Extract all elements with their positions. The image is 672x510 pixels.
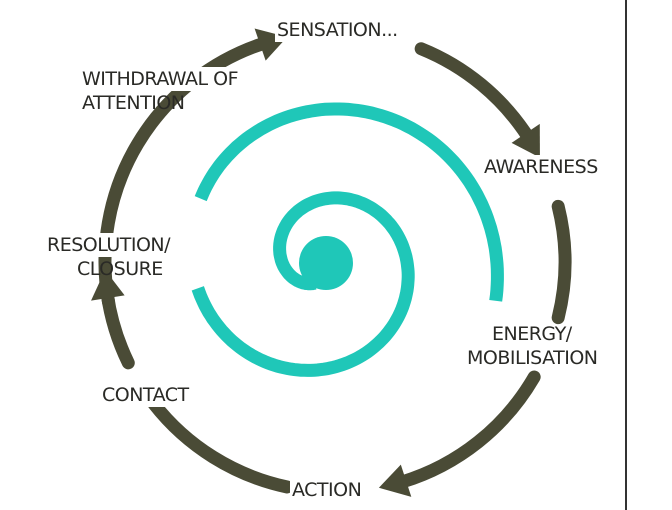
label-withdrawal-line1: WITHDRAWAL OF: [80, 67, 241, 91]
vertical-divider: [625, 0, 627, 510]
label-contact: CONTACT: [100, 383, 191, 407]
teal-spiral: [191, 102, 504, 377]
label-sensation: SENSATION...: [275, 18, 400, 42]
cycle-arc-2: [414, 42, 535, 144]
cycle-arc-5: [147, 397, 294, 494]
label-energy-line2: MOBILISATION: [465, 346, 600, 370]
label-energy-line1: ENERGY/: [492, 323, 572, 345]
cycle-arc-3: [551, 199, 572, 325]
cycle-arc-4: [395, 370, 541, 489]
label-withdrawal-line2: ATTENTION: [82, 92, 185, 114]
label-resolution-line1: RESOLUTION/: [45, 233, 173, 257]
arrowhead-icon: [511, 123, 540, 158]
label-awareness: AWARENESS: [482, 155, 600, 179]
label-action: ACTION: [290, 478, 364, 502]
cycle-arc-6: [100, 287, 135, 370]
label-resolution-line2: CLOSURE: [77, 258, 163, 280]
spiral-center-dot: [299, 236, 353, 290]
arrowhead-icon: [91, 270, 125, 301]
arrowhead-icon: [378, 464, 412, 497]
